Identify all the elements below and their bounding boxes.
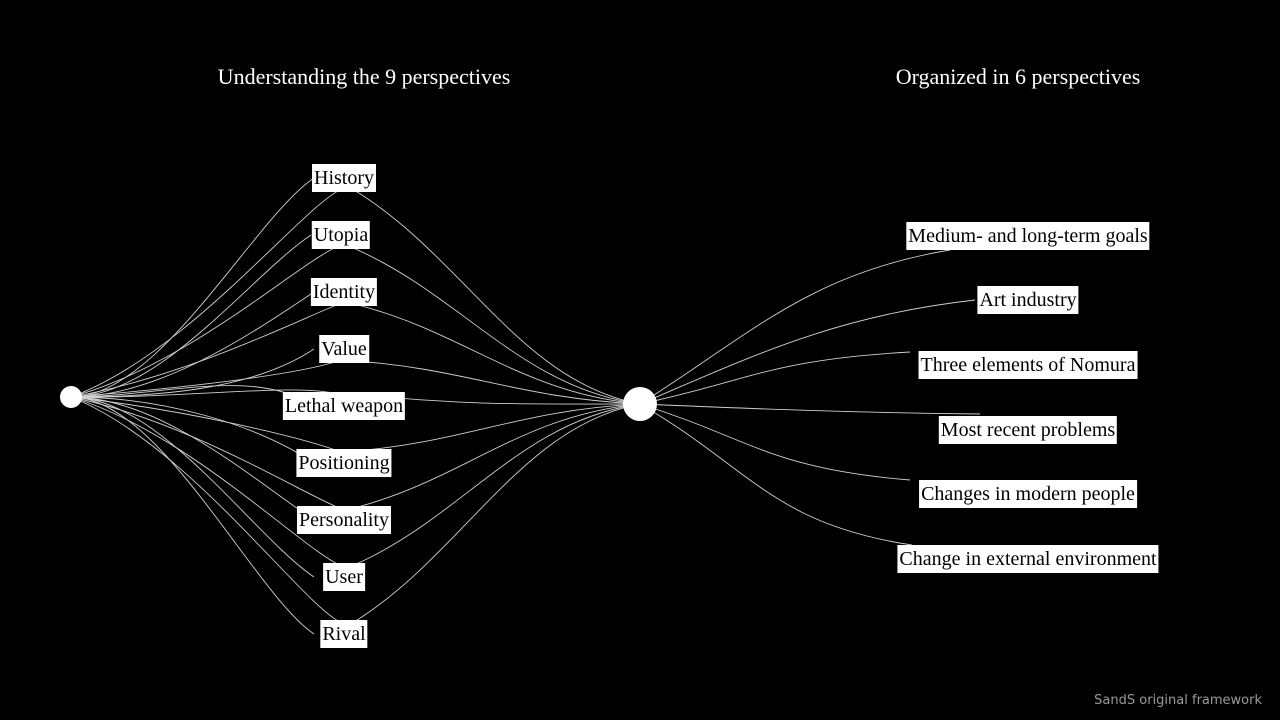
left-link-a-8 (70, 396, 315, 635)
right-heading: Organized in 6 perspectives (895, 64, 1141, 89)
left-link-b-5 (70, 396, 345, 454)
center-link-1 (350, 246, 641, 405)
center-link-0 (353, 189, 641, 405)
perspective-utopia: Utopia (311, 221, 371, 249)
perspective-value: Value (319, 335, 369, 363)
left-link-b-2 (70, 301, 345, 398)
left-link-a-0 (70, 177, 315, 398)
perspective-rival: Rival (320, 620, 368, 648)
perspective-three-elements-nomura: Three elements of Nomura (918, 351, 1138, 379)
right-link-0 (639, 249, 951, 405)
right-link-2 (639, 351, 911, 405)
perspective-change-external-environment: Change in external environment (897, 545, 1159, 573)
perspective-lethal-weapon: Lethal weapon (282, 392, 406, 420)
perspective-medium-long-term-goals: Medium- and long-term goals (906, 222, 1150, 250)
center-link-6 (353, 403, 641, 509)
left-link-b-3 (70, 358, 345, 398)
perspective-most-recent-problems: Most recent problems (938, 416, 1118, 444)
left-hub-node (60, 386, 82, 408)
footer-credit: SandS original framework (1094, 693, 1262, 708)
center-link-3 (353, 360, 641, 405)
right-link-1 (639, 299, 976, 405)
left-link-a-2 (70, 291, 315, 398)
perspective-identity: Identity (310, 278, 378, 306)
left-link-b-1 (70, 244, 342, 398)
right-link-4 (639, 403, 911, 481)
left-heading: Understanding the 9 perspectives (217, 64, 511, 89)
center-link-2 (353, 303, 641, 405)
perspective-user: User (323, 563, 365, 591)
center-hub-node (623, 387, 657, 421)
left-link-a-6 (70, 396, 315, 521)
left-link-a-4 (70, 385, 315, 407)
left-link-a-7 (70, 396, 315, 578)
perspective-personality: Personality (297, 506, 391, 534)
left-link-b-4 (70, 389, 345, 398)
perspective-changes-modern-people: Changes in modern people (919, 480, 1137, 508)
right-link-5 (639, 403, 913, 546)
left-link-a-5 (70, 396, 315, 464)
right-link-3 (639, 403, 981, 415)
perspective-history: History (312, 164, 376, 192)
perspective-art-industry: Art industry (977, 286, 1079, 314)
left-link-b-6 (70, 396, 345, 511)
left-link-a-1 (70, 234, 312, 398)
left-link-b-0 (70, 187, 345, 398)
center-link-8 (353, 403, 641, 623)
center-link-7 (353, 403, 641, 566)
left-link-b-7 (70, 396, 345, 568)
center-link-5 (353, 403, 641, 452)
perspective-positioning: Positioning (296, 449, 392, 477)
left-link-b-8 (70, 396, 345, 625)
